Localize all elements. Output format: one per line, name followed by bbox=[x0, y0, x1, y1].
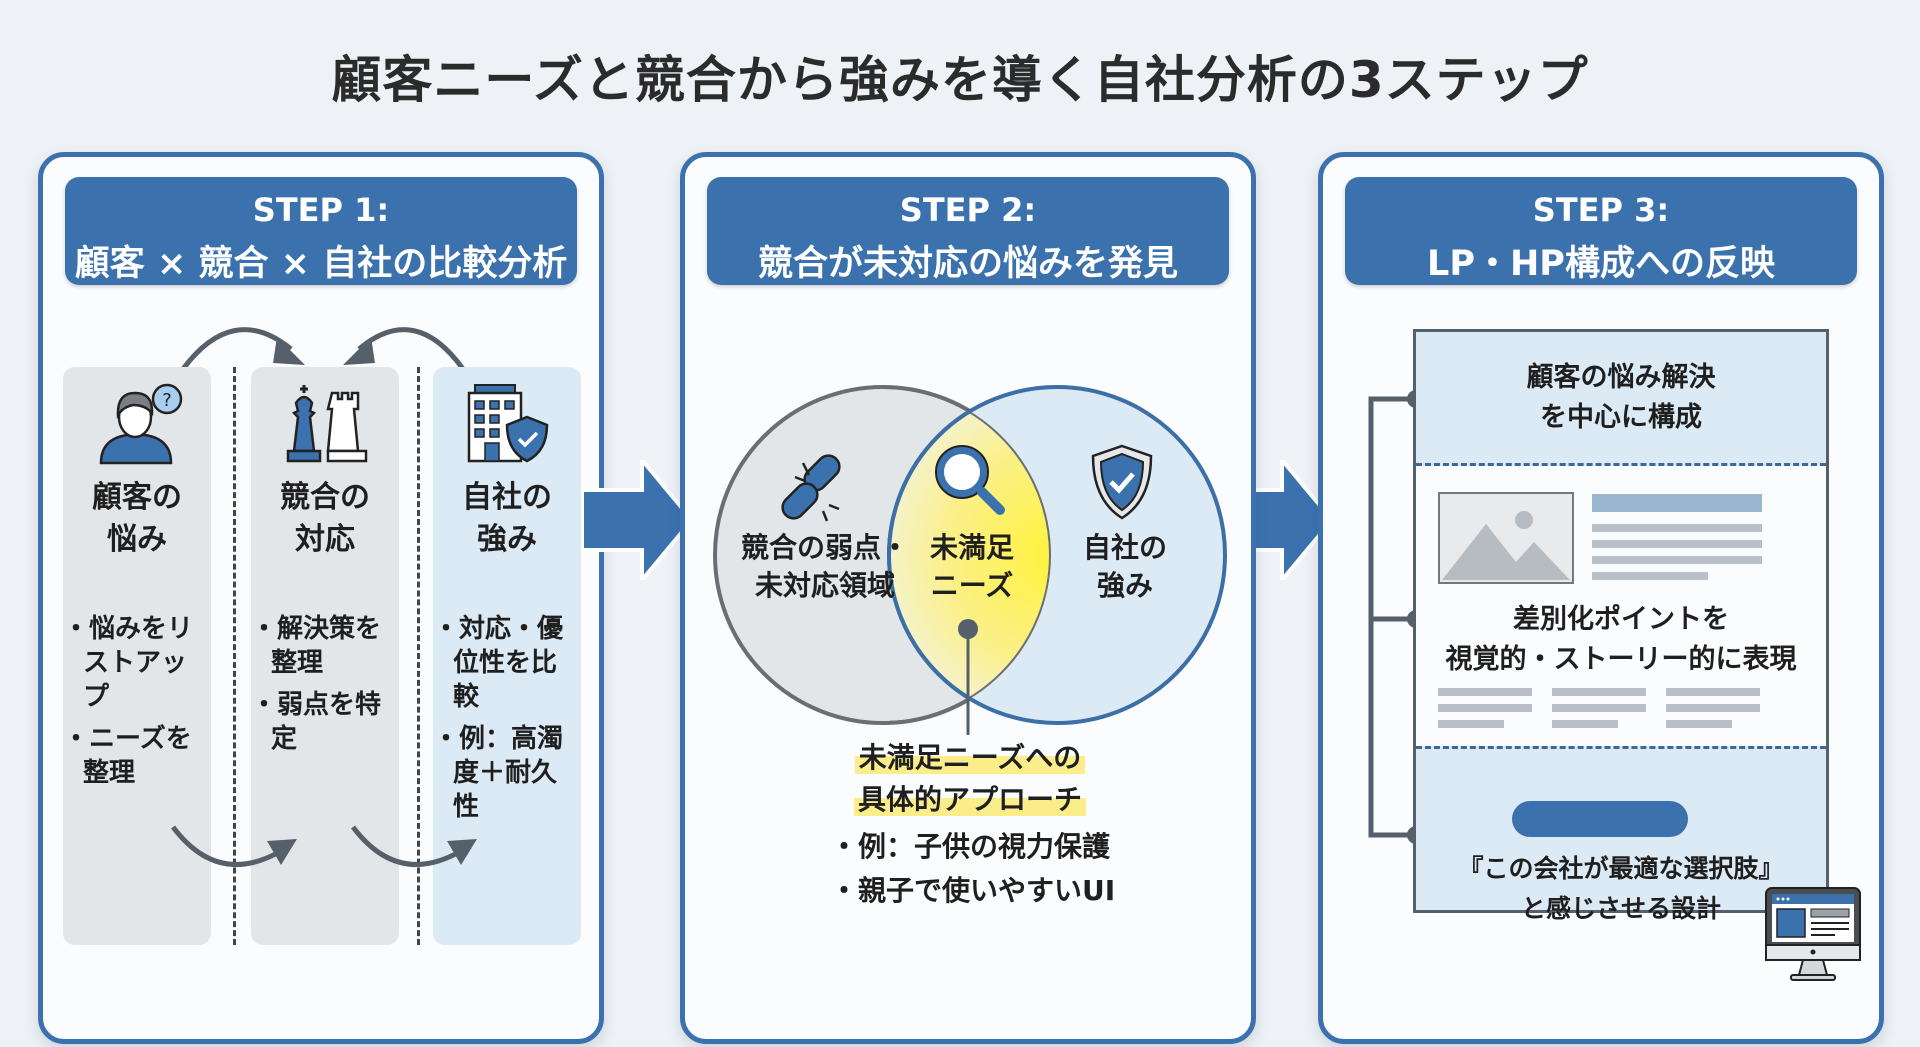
bullet: 対応・優位性を比較 bbox=[437, 612, 581, 714]
placeholder-text-bar bbox=[1552, 704, 1646, 712]
bullet: 弱点を特定 bbox=[255, 688, 399, 756]
step1-header: STEP 1: 顧客 × 競合 × 自社の比較分析 bbox=[65, 177, 577, 285]
person-question-icon: ? bbox=[99, 383, 183, 465]
column-divider bbox=[417, 367, 420, 945]
curved-arrow-icon bbox=[180, 327, 305, 371]
placeholder-text-bar bbox=[1666, 720, 1732, 728]
placeholder-heading-bar bbox=[1592, 494, 1762, 512]
magnifier-icon bbox=[935, 445, 1005, 515]
curved-arrow-icon bbox=[351, 825, 477, 867]
chess-pieces-icon bbox=[286, 385, 368, 463]
broken-chain-icon bbox=[781, 454, 841, 522]
placeholder-text-bar bbox=[1592, 524, 1762, 532]
next-step-arrow-icon bbox=[582, 460, 692, 580]
placeholder-text-bar bbox=[1666, 704, 1760, 712]
bullet: 解決策を整理 bbox=[255, 612, 399, 680]
company-bullets: 対応・優位性を比較 例：高濁度＋耐久性 bbox=[437, 612, 581, 832]
step3-header: STEP 3: LP・HP構成への反映 bbox=[1345, 177, 1857, 285]
venn-label-company: 自社の 強み bbox=[1082, 531, 1167, 602]
company-column: 自社の 強み 対応・優位性を比較 例：高濁度＋耐久性 bbox=[433, 367, 581, 945]
approach-heading: 未満足ニーズへの 具体的アプローチ bbox=[805, 737, 1135, 821]
venn-label-competitor: 競合の弱点・ 未対応領域 bbox=[740, 531, 909, 602]
placeholder-text-bar bbox=[1552, 720, 1618, 728]
step2-header: STEP 2: 競合が未対応の悩みを発見 bbox=[707, 177, 1229, 285]
page-title: 顧客ニーズと競合から強みを導く自社分析の3ステップ bbox=[331, 51, 1589, 109]
lp-wireframe: 顧客の悩み解決 を中心に構成 差別化ポイントを 視覚的・ストーリー的に表現 『こ… bbox=[1413, 329, 1829, 923]
wireframe-hero-section: 顧客の悩み解決 を中心に構成 bbox=[1416, 332, 1826, 466]
section-label: 『この会社が最適な選択肢』 と感じさせる設計 bbox=[1458, 854, 1784, 923]
company-column-title: 自社の 強み bbox=[462, 480, 552, 557]
step2-card: STEP 2: 競合が未対応の悩みを発見 bbox=[680, 152, 1256, 1044]
bullet: ニーズを整理 bbox=[67, 722, 211, 790]
desktop-monitor-icon bbox=[1765, 887, 1861, 981]
customer-column: ? 顧客の 悩み 悩みをリストアップ ニーズを整理 bbox=[63, 367, 211, 945]
example-item: ・親子で使いやすいUI bbox=[830, 874, 1116, 907]
step1-title: 顧客 × 競合 × 自社の比較分析 bbox=[74, 244, 568, 284]
step1-card: STEP 1: 顧客 × 競合 × 自社の比較分析 ? 顧客の 悩み 悩みをリス… bbox=[38, 152, 604, 1044]
image-placeholder-icon bbox=[1438, 492, 1574, 584]
step3-title: LP・HP構成への反映 bbox=[1427, 244, 1775, 284]
placeholder-text-bar bbox=[1438, 704, 1532, 712]
svg-text:?: ? bbox=[162, 390, 172, 411]
approach-line: 未満足ニーズへの bbox=[854, 741, 1086, 774]
customer-column-title: 顧客の 悩み bbox=[92, 480, 182, 557]
competitor-bullets: 解決策を整理 弱点を特定 bbox=[255, 612, 399, 764]
bullet: 例：高濁度＋耐久性 bbox=[437, 722, 581, 824]
section-label: 顧客の悩み解決 を中心に構成 bbox=[1526, 362, 1716, 433]
placeholder-text-bar bbox=[1592, 556, 1762, 564]
bullet: 悩みをリストアップ bbox=[67, 612, 211, 714]
step3-card: STEP 3: LP・HP構成への反映 顧客の悩み解決 を中心に構成 差別化ポイ… bbox=[1318, 152, 1884, 1044]
customer-bullets: 悩みをリストアップ ニーズを整理 bbox=[67, 612, 211, 798]
placeholder-text-bar bbox=[1438, 688, 1532, 696]
example-item: ・例：子供の視力保護 bbox=[830, 830, 1111, 863]
curved-arrow-icon bbox=[343, 327, 466, 371]
approach-line: 具体的アプローチ bbox=[853, 783, 1086, 816]
placeholder-text-bar bbox=[1592, 540, 1762, 548]
competitor-column-title: 競合の 対応 bbox=[280, 480, 370, 557]
wireframe-cta-section: 『この会社が最適な選択肢』 と感じさせる設計 bbox=[1416, 746, 1826, 923]
column-divider bbox=[233, 367, 236, 945]
example-list: ・例：子供の視力保護 ・親子で使いやすいUI bbox=[830, 825, 1115, 913]
step3-number: STEP 3: bbox=[1532, 191, 1670, 229]
callout-connector bbox=[958, 619, 978, 735]
placeholder-text-bar bbox=[1592, 572, 1708, 580]
building-shield-icon bbox=[467, 384, 549, 463]
step1-number: STEP 1: bbox=[252, 191, 390, 229]
placeholder-text-bar bbox=[1438, 720, 1504, 728]
placeholder-text-bar bbox=[1552, 688, 1646, 696]
shield-check-icon bbox=[1091, 444, 1153, 520]
placeholder-text-bar bbox=[1666, 688, 1760, 696]
section-label: 差別化ポイントを 視覚的・ストーリー的に表現 bbox=[1445, 604, 1797, 675]
cta-button-placeholder bbox=[1512, 801, 1688, 837]
venn-label-unmet-needs: 未満足 ニーズ bbox=[929, 531, 1014, 602]
step2-title: 競合が未対応の悩みを発見 bbox=[757, 244, 1178, 284]
step2-number: STEP 2: bbox=[899, 191, 1037, 229]
curved-arrow-icon bbox=[171, 825, 297, 867]
